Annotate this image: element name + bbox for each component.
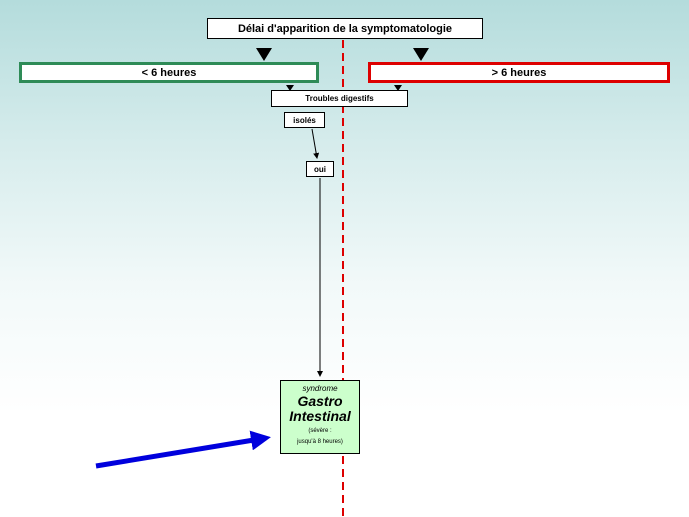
- intestinal-label: Intestinal: [289, 408, 351, 424]
- under-6h-label: < 6 heures: [141, 66, 197, 79]
- gastro-intestinal-box: syndrome Gastro Intestinal (sévère : jus…: [280, 380, 360, 454]
- troubles-digestifs-box: Troubles digestifs: [271, 90, 408, 107]
- troubles-left-marker: [286, 85, 294, 91]
- isoles-label: isolés: [293, 115, 316, 125]
- severity-note-line2: jusqu'à 8 heures): [297, 439, 343, 445]
- pointer-arrow: [95, 430, 271, 469]
- under-6h-box: < 6 heures: [19, 62, 319, 83]
- troubles-right-marker: [394, 85, 402, 91]
- delay-title-label: Délai d'apparition de la symptomatologie: [237, 22, 453, 35]
- troubles-digestifs-label: Troubles digestifs: [305, 94, 374, 103]
- oui-label: oui: [314, 164, 326, 174]
- isoles-to-oui-arrow: [311, 128, 320, 159]
- over-6h-label: > 6 heures: [491, 66, 547, 79]
- syndrome-label: syndrome: [302, 384, 338, 393]
- severity-note-line1: (sévère :: [308, 428, 332, 434]
- over-6h-box: > 6 heures: [368, 62, 670, 83]
- isoles-box: isolés: [284, 112, 325, 128]
- left-branch-triangle: [256, 48, 272, 61]
- gastro-label: Gastro: [297, 393, 343, 409]
- delay-title-box: Délai d'apparition de la symptomatologie: [207, 18, 483, 39]
- oui-box: oui: [306, 161, 334, 177]
- right-branch-triangle: [413, 48, 429, 61]
